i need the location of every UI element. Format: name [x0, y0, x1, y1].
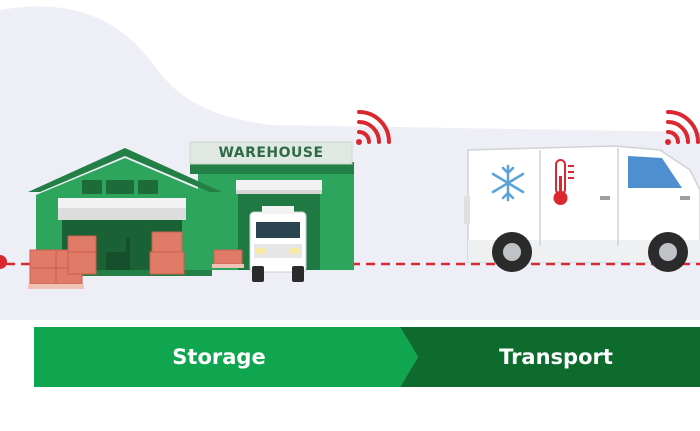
warehouse-sign: [189, 141, 353, 165]
thermometer-icon: [553, 159, 574, 205]
stage-storage-arrow: [34, 327, 418, 387]
wifi-signal-icon: [665, 110, 700, 145]
stage-transport-label: Transport: [499, 345, 613, 369]
stage-storage-label: Storage: [172, 345, 266, 369]
pallets: [28, 264, 244, 289]
snowflake-icon: [491, 164, 525, 202]
stage-transport-arrow: [400, 327, 700, 387]
delivery-truck: [249, 206, 307, 282]
cargo-boxes: [29, 231, 243, 285]
route-start-dot: [0, 255, 7, 269]
wifi-signal-icon: [356, 110, 391, 145]
warehouse-sign-text: WAREHOUSE: [218, 145, 324, 161]
refrigerated-van: [464, 145, 700, 272]
